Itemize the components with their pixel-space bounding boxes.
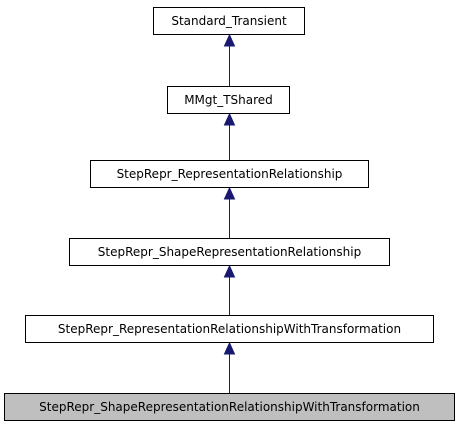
arrow-head-icon — [223, 264, 236, 278]
arrow-head-icon — [223, 341, 236, 355]
class-box — [69, 238, 390, 266]
arrow-head-icon — [223, 33, 236, 47]
inheritance-arrow — [223, 186, 236, 238]
class-label: StepRepr_ShapeRepresentationRelationship… — [39, 400, 420, 414]
class-label: StepRepr_RepresentationRelationship — [117, 167, 343, 181]
class-node-steprepr-representationrelationship[interactable]: StepRepr_RepresentationRelationship — [90, 160, 369, 188]
inheritance-arrow — [223, 264, 236, 315]
class-node-mmgt-tshared[interactable]: MMgt_TShared — [167, 86, 290, 114]
class-label: StepRepr_ShapeRepresentationRelationship — [98, 245, 361, 259]
inheritance-arrow — [223, 112, 236, 160]
edges — [223, 33, 236, 393]
arrow-head-icon — [223, 112, 236, 126]
class-node-standard-transient[interactable]: Standard_Transient — [153, 7, 305, 35]
class-label: Standard_Transient — [171, 14, 287, 28]
nodes: Standard_TransientMMgt_TSharedStepRepr_R… — [4, 7, 455, 421]
class-box — [90, 160, 369, 188]
class-label: StepRepr_RepresentationRelationshipWithT… — [58, 322, 401, 336]
class-box — [25, 315, 434, 343]
class-label: MMgt_TShared — [184, 93, 273, 107]
class-node-steprepr-shaperepresentationrelationshipwithtransformation: StepRepr_ShapeRepresentationRelationship… — [4, 393, 455, 421]
class-node-steprepr-shaperepresentationrelationship[interactable]: StepRepr_ShapeRepresentationRelationship — [69, 238, 390, 266]
inheritance-arrow — [223, 341, 236, 393]
arrow-head-icon — [223, 186, 236, 200]
inheritance-arrow — [223, 33, 236, 86]
class-box — [153, 7, 305, 35]
class-box — [167, 86, 290, 114]
class-box — [4, 393, 455, 421]
class-node-steprepr-representationrelationshipwithtransformation[interactable]: StepRepr_RepresentationRelationshipWithT… — [25, 315, 434, 343]
